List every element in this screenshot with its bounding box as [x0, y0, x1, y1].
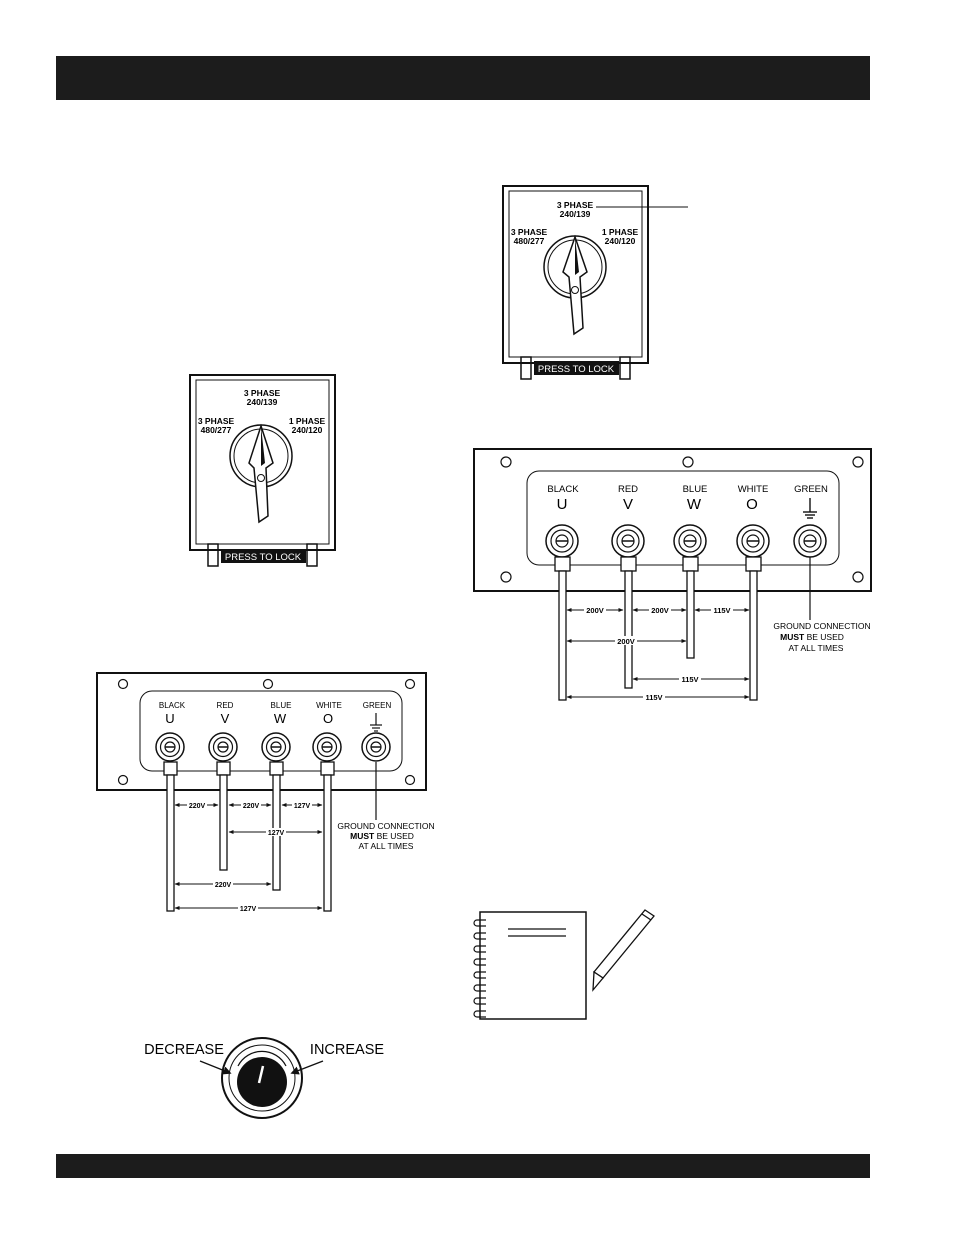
switch-right-label-1: 1 PHASE — [602, 227, 639, 237]
notebook-pencil-icon — [473, 909, 655, 1020]
ground-warning-line3: AT ALL TIMES — [359, 841, 414, 851]
terminal-letter-v: V — [623, 496, 633, 513]
increase-arrow-icon — [290, 1060, 324, 1075]
decrease-arrow-icon — [199, 1060, 232, 1075]
terminal-letter-w: W — [274, 711, 287, 726]
voltage-adjust-knob: DECREASE INCREASE — [144, 1037, 384, 1119]
selector-handle — [562, 234, 588, 336]
header-bar — [56, 56, 870, 100]
terminal-lugs — [155, 732, 391, 762]
terminal-label-black: BLACK — [159, 701, 186, 710]
voltage-label-w-o: 127V — [294, 803, 311, 810]
switch-top-label-1: 3 PHASE — [244, 388, 281, 398]
ground-warning-line2: MUST BE USED — [350, 831, 414, 841]
voltage-selector-switch-right: 3 PHASE 240/139 3 PHASE 480/277 1 PHASE … — [502, 185, 688, 380]
ground-symbol-icon — [803, 498, 817, 519]
terminal-letter-o: O — [323, 711, 333, 726]
voltage-label-w-o: 115V — [713, 606, 730, 615]
ground-warning-line2: MUST BE USED — [780, 632, 844, 642]
ground-warning-line1: GROUND CONNECTION — [773, 621, 870, 631]
terminal-label-green: GREEN — [794, 484, 828, 495]
terminal-label-blue: BLUE — [271, 701, 292, 710]
pencil-icon — [592, 909, 655, 992]
knob-decrease-label: DECREASE — [144, 1042, 224, 1058]
switch-top-label-1: 3 PHASE — [557, 200, 594, 210]
switch-left-label-1: 3 PHASE — [198, 416, 235, 426]
terminal-label-white: WHITE — [738, 484, 769, 495]
voltage-label-u-o: 115V — [645, 693, 662, 702]
voltage-label-v-w: 220V — [243, 803, 260, 810]
press-to-lock-label: PRESS TO LOCK — [225, 552, 302, 563]
terminal-label-red: RED — [618, 484, 638, 495]
switch-top-label-2: 240/139 — [247, 397, 278, 407]
voltage-label-u-v: 220V — [189, 803, 206, 810]
voltage-dimension-arrows — [566, 608, 750, 699]
terminal-label-blue: BLUE — [683, 484, 708, 495]
voltage-label-v-w: 200V — [651, 606, 669, 615]
voltage-label-u-w: 200V — [617, 637, 635, 646]
terminal-panel-220v: BLACK RED BLUE WHITE GREEN U V W O — [96, 672, 435, 913]
switch-left-label-2: 480/277 — [514, 236, 545, 246]
terminal-label-green: GREEN — [363, 701, 392, 710]
voltage-label-v-o: 115V — [681, 675, 698, 684]
voltage-label-u-v: 200V — [586, 606, 604, 615]
switch-left-label-1: 3 PHASE — [511, 227, 548, 237]
voltage-label-u-w: 220V — [215, 882, 232, 889]
terminal-label-red: RED — [217, 701, 234, 710]
ground-warning-line3: AT ALL TIMES — [789, 643, 844, 653]
voltage-dimension-arrows — [174, 803, 323, 910]
ground-warning-right: GROUND CONNECTION MUST BE USED AT ALL TI… — [773, 621, 870, 653]
cable-wires — [554, 556, 762, 701]
switch-top-label-2: 240/139 — [560, 209, 591, 219]
footer-bar — [56, 1154, 870, 1178]
voltage-selector-switch-left: 3 PHASE 240/139 3 PHASE 480/277 1 PHASE … — [189, 374, 336, 567]
ground-symbol-icon — [370, 713, 382, 732]
knob-increase-label: INCREASE — [310, 1042, 384, 1058]
terminal-panel-200v: BLACK RED BLUE WHITE GREEN U V W O — [473, 448, 872, 702]
switch-left-label-2: 480/277 — [201, 425, 232, 435]
ground-warning-line1: GROUND CONNECTION — [337, 821, 434, 831]
terminal-letter-o: O — [746, 496, 758, 513]
terminal-label-black: BLACK — [547, 484, 579, 495]
terminal-letter-v: V — [221, 711, 230, 726]
knob-dial — [237, 1057, 287, 1107]
terminal-lugs — [545, 524, 827, 558]
press-to-lock-label: PRESS TO LOCK — [538, 364, 615, 375]
cable-wires — [163, 761, 335, 912]
terminal-letter-u: U — [557, 496, 568, 513]
switch-right-label-1: 1 PHASE — [289, 416, 326, 426]
terminal-label-white: WHITE — [316, 701, 342, 710]
voltage-label-u-o: 127V — [240, 906, 257, 913]
switch-right-label-2: 240/120 — [605, 236, 636, 246]
voltage-label-v-o: 127V — [268, 830, 285, 837]
terminal-letter-u: U — [165, 711, 174, 726]
knob-pointer — [257, 1065, 265, 1084]
terminal-letter-w: W — [687, 496, 702, 513]
ground-warning-left: GROUND CONNECTION MUST BE USED AT ALL TI… — [337, 821, 434, 851]
switch-right-label-2: 240/120 — [292, 425, 323, 435]
